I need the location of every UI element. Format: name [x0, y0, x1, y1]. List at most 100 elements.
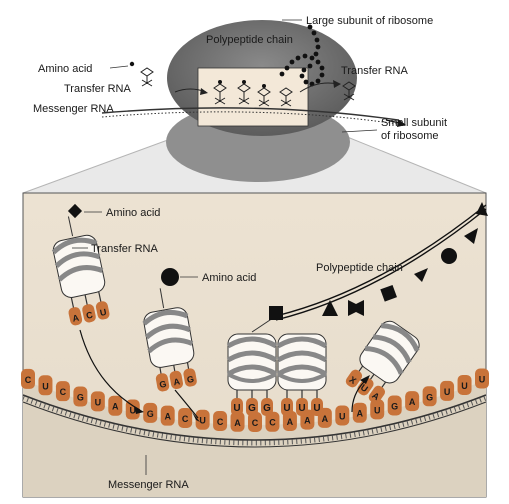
chain-triangle-1: [322, 300, 338, 316]
label-large-subunit: Large subunit of ribosome: [306, 15, 433, 27]
trna-5-base-2: U: [359, 382, 370, 394]
mrna-base-shape: [73, 386, 88, 407]
chain-square-1: [269, 306, 283, 320]
trna-2: G A G: [142, 288, 197, 392]
mrna-base-letter: C: [182, 414, 189, 424]
overview-trna-outgoing: [342, 81, 356, 101]
trna-4-base-2: U: [298, 403, 305, 414]
mrna-backbone-2: [22, 401, 487, 448]
overview-mrna-ticks: [101, 111, 399, 125]
mrna-base-letter: U: [199, 416, 206, 426]
trna-5: X U A: [345, 320, 420, 404]
mrna-base-shape: [21, 368, 35, 389]
label-detail-trna: Transfer RNA: [91, 243, 158, 255]
mrna-base-shape: [178, 407, 193, 428]
mrna-base-letter: U: [479, 375, 486, 385]
leader-amino-acid: [109, 65, 129, 69]
mrna-base-shape: [160, 405, 175, 426]
mrna-base-letter: A: [287, 417, 294, 427]
mrna-base-letter: A: [164, 412, 171, 422]
chain-triangle-2: [464, 228, 478, 244]
trna-2-base-3: G: [186, 374, 195, 385]
trna-3: U G G: [226, 315, 278, 416]
mrna-base-letter: G: [391, 401, 398, 411]
label-small-subunit-1: Small subunit: [381, 117, 447, 129]
trna-3-base-1: U: [233, 403, 240, 414]
mrna-base-letter: C: [25, 375, 32, 385]
mrna-base-letter: G: [147, 409, 154, 419]
label-detail-amino-1: Amino acid: [106, 207, 160, 219]
trna-1-base-3: U: [99, 307, 107, 318]
overview-mrna: [101, 107, 399, 121]
mrna-base-shape: [387, 395, 402, 416]
mrna-base-shape: [457, 374, 472, 395]
trna-1-base-2: C: [85, 310, 94, 321]
projection-line-right: [329, 129, 487, 194]
chain-bowtie-2: [348, 300, 364, 316]
mrna-base-letter: C: [60, 387, 67, 397]
ribosome-window: [197, 67, 309, 127]
overview-trna-incoming: [140, 67, 154, 87]
overview-amino-acid-dot: [129, 61, 135, 67]
mrna-base-letter: A: [112, 402, 119, 412]
label-trna-left: Transfer RNA: [64, 83, 131, 95]
mrna-base-letter: U: [461, 381, 468, 391]
trna-2-base-1: G: [159, 379, 168, 390]
label-amino-acid-top: Amino acid: [38, 63, 92, 75]
overview-mrna-arrowhead: [397, 119, 406, 127]
chain-circle-1: [441, 248, 457, 264]
overview-incoming-arrowhead: [200, 88, 208, 95]
detail-polypeptide: [269, 202, 488, 321]
trna-3-base-3: G: [263, 403, 271, 414]
mrna-base-shape: [90, 391, 105, 412]
mrna-base-shape: [370, 399, 385, 420]
arrowhead-3: [360, 375, 370, 384]
arrowhead-2: [192, 412, 200, 422]
mrna-base-shape: [195, 409, 210, 430]
mrna-base-shape: [125, 399, 140, 420]
mrna-base-shape: [335, 405, 350, 426]
label-small-subunit-2: of ribosome: [381, 130, 438, 142]
chain-square-2: [380, 284, 397, 302]
mrna-base-letter: G: [426, 392, 433, 402]
trna-1-base-1: A: [72, 313, 81, 324]
overview-amino-dots: [218, 80, 266, 88]
mrna-base-shape: [405, 391, 420, 412]
arrow-trna2-to-mrna: [174, 389, 199, 419]
mrna-base-letter: C: [269, 418, 276, 428]
trna-1: A C U: [51, 216, 110, 326]
mrna-base-letter: U: [130, 406, 137, 416]
leader-small-subunit: [341, 129, 378, 133]
mrna-base-shape: [248, 411, 262, 432]
mrna-base-letter: A: [234, 418, 241, 428]
mrna-base-shape: [265, 411, 280, 432]
mrna-base-letter: U: [339, 412, 346, 422]
label-detail-polypeptide: Polypeptide chain: [316, 262, 403, 274]
mrna-base-shape: [55, 381, 70, 402]
mrna-base-shape: [352, 402, 367, 423]
overview: Large subunit of ribosome Polypeptide ch…: [22, 15, 487, 194]
mrna-base-letter: A: [304, 416, 311, 426]
mrna-base-shape: [440, 380, 455, 401]
chain-bowtie-3: [414, 268, 428, 282]
mrna-base-shape: [143, 402, 158, 423]
mrna-base-letter: U: [95, 397, 102, 407]
mrna-base-letter: U: [444, 387, 451, 397]
mrna-base-shape: [422, 386, 437, 407]
overview-trnas: [213, 83, 293, 107]
mrna-base-shape: [230, 411, 245, 432]
chain-triangle-3: [476, 202, 488, 216]
mrna-backbone-1: [22, 394, 487, 441]
mrna-base-letter: C: [252, 418, 259, 428]
mrna-base-letter: U: [374, 405, 381, 415]
mrna-base-letter: A: [357, 409, 364, 419]
mrna-base-shape: [38, 375, 53, 396]
overview-polypeptide: [279, 24, 325, 87]
overview-outgoing-arrowhead: [333, 80, 341, 88]
mrna-base-shape: [475, 368, 489, 389]
label-mrna-top: Messenger RNA: [33, 103, 114, 115]
